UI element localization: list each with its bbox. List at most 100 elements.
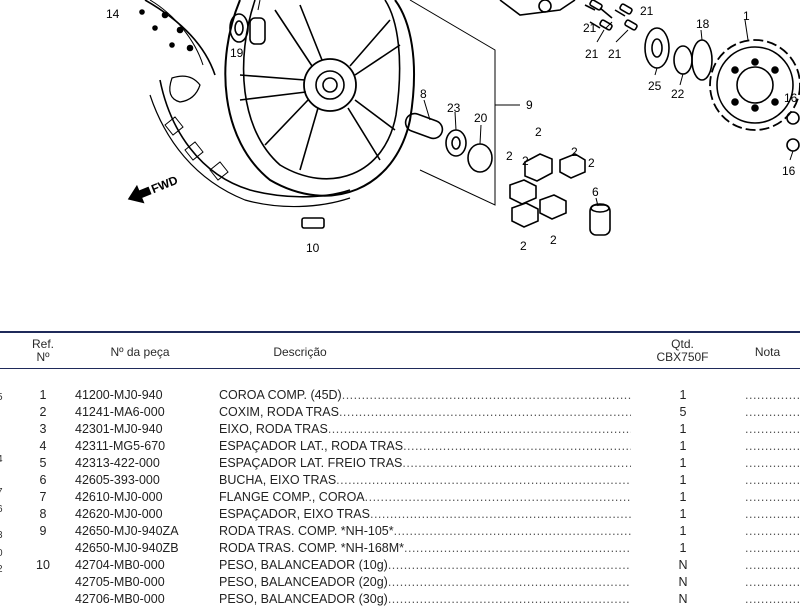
- ref-cell: 6: [39, 473, 47, 487]
- sprocket-flange-drawing: [499, 0, 800, 152]
- nota-cell: ........................................…: [745, 473, 800, 487]
- callout-2f: 2: [522, 154, 529, 168]
- quantity-cell: N: [678, 592, 688, 606]
- table-row: 1 41200-MJ0-940 COROA COMP. (45D).........…: [0, 388, 800, 405]
- part-number-cell: 42650-MJ0-940ZA: [75, 524, 179, 538]
- callout-22: 22: [671, 87, 685, 101]
- callout-6: 6: [592, 185, 599, 199]
- part-number-cell: 42610-MJ0-000: [75, 490, 163, 504]
- quantity-cell: N: [678, 575, 688, 589]
- callout-25: 25: [648, 79, 662, 93]
- part-number-cell: 42311-MG5-670: [75, 439, 166, 453]
- header-description: Descrição: [273, 345, 327, 359]
- nota-cell: ........................................…: [745, 388, 800, 402]
- description-cell: COXIM, RODA TRAS........................…: [219, 405, 631, 419]
- description-cell: RODA TRAS. COMP. *NH-168M*..............…: [219, 541, 631, 555]
- brake-disc-drawing: [139, 0, 216, 76]
- description-cell: ESPAÇADOR, EIXO TRAS....................…: [219, 507, 631, 521]
- nota-cell: ........................................…: [745, 507, 800, 521]
- nota-cell: ........................................…: [745, 575, 800, 589]
- header-part-number: Nº da peça: [110, 345, 170, 359]
- ref-cell: 1: [39, 388, 47, 402]
- description-cell: COROA COMP. (45D).......................…: [219, 388, 631, 402]
- nota-cell: ........................................…: [745, 490, 800, 504]
- part-number-cell: 41241-MA6-000: [75, 405, 165, 419]
- quantity-cell: 1: [679, 507, 687, 521]
- nota-cell: ........................................…: [745, 439, 800, 453]
- edge-mark: 4: [0, 454, 3, 465]
- ref-cell: 2: [39, 405, 47, 419]
- nota-cell: ........................................…: [745, 541, 800, 555]
- callout-10: 10: [306, 241, 320, 255]
- callout-21b: 21: [583, 21, 597, 35]
- table-row: 42650-MJ0-940ZB RODA TRAS. COMP. *NH-168M…: [0, 541, 800, 558]
- quantity-cell: 1: [679, 422, 687, 436]
- ref-cell: 7: [39, 490, 47, 504]
- header-ref-line1: Ref.: [31, 337, 54, 351]
- quantity-cell: N: [678, 558, 688, 572]
- edge-mark: 2: [0, 564, 3, 575]
- part-number-cell: 42620-MJ0-000: [75, 507, 163, 521]
- callout-2g: 2: [571, 145, 578, 159]
- part-number-cell: 41200-MJ0-940: [75, 388, 163, 402]
- callout-2b: 2: [506, 149, 513, 163]
- quantity-cell: 1: [679, 473, 687, 487]
- callout-21c: 21: [585, 47, 599, 61]
- description-cell: ESPAÇADOR LAT., RODA TRAS...............…: [219, 439, 631, 453]
- part-number-cell: 42704-MB0-000: [75, 558, 165, 572]
- part-number-cell: 42650-MJ0-940ZB: [75, 541, 179, 555]
- leader-lines: [257, 0, 794, 207]
- callout-14: 14: [106, 7, 120, 21]
- part-number-cell: 42301-MJ0-940: [75, 422, 163, 436]
- description-cell: PESO, BALANCEADOR (10g).................…: [219, 558, 631, 572]
- table-top-rule: [0, 331, 800, 333]
- quantity-cell: 1: [679, 524, 687, 538]
- callout-21d: 21: [608, 47, 622, 61]
- description-cell: BUCHA, EIXO TRAS........................…: [219, 473, 631, 487]
- table-row: 6 42605-393-000 BUCHA, EIXO TRAS..........…: [0, 473, 800, 490]
- table-row: 7 42610-MJ0-000 FLANGE COMP., COROA.......…: [0, 490, 800, 507]
- callout-9: 9: [526, 98, 533, 112]
- callout-8: 8: [420, 87, 427, 101]
- part-number-cell: 42313-422-000: [75, 456, 160, 470]
- edge-mark: 7: [0, 487, 3, 498]
- parts-table: Ref. Nº Nº da peça Descrição Qtd. CBX750…: [0, 330, 800, 606]
- description-cell: RODA TRAS. COMP. *NH-105*...............…: [219, 524, 631, 538]
- header-ref-line2: Nº: [36, 350, 50, 364]
- header-qtd-line2: CBX750F: [656, 350, 709, 364]
- callout-19: 19: [230, 46, 244, 60]
- callout-2e: 2: [550, 233, 557, 247]
- callout-16: 16: [784, 91, 798, 105]
- fwd-label: FWD: [149, 173, 180, 196]
- header-nota: Nota: [754, 345, 781, 359]
- ref-cell: 3: [39, 422, 47, 436]
- exploded-parts-diagram: FWD 14 19 21 21 18 1 21 21 25 22 16 16 8…: [106, 0, 800, 255]
- callout-20: 20: [474, 111, 488, 125]
- quantity-cell: 1: [679, 439, 687, 453]
- callout-16b: 16: [782, 164, 796, 178]
- header-ref: Ref. Nº: [28, 338, 58, 364]
- nota-cell: ........................................…: [745, 592, 800, 606]
- callout-21: 21: [640, 4, 654, 18]
- nota-cell: ........................................…: [745, 405, 800, 419]
- callout-2c: 2: [588, 156, 595, 170]
- quantity-cell: 1: [679, 490, 687, 504]
- ref-cell: 10: [36, 558, 50, 572]
- nota-cell: ........................................…: [745, 456, 800, 470]
- edge-mark: 3: [0, 530, 3, 541]
- damper-drawing: [509, 153, 586, 228]
- quantity-cell: 1: [679, 456, 687, 470]
- callout-2a: 2: [535, 125, 542, 139]
- table-header-rule: [0, 368, 800, 369]
- nota-cell: ........................................…: [745, 422, 800, 436]
- ref-cell: 8: [39, 507, 47, 521]
- description-cell: FLANGE COMP., COROA.....................…: [219, 490, 631, 504]
- nota-cell: ........................................…: [745, 558, 800, 572]
- callout-1: 1: [743, 9, 750, 23]
- part-number-cell: 42705-MB0-000: [75, 575, 165, 589]
- part-number-cell: 42605-393-000: [75, 473, 160, 487]
- description-cell: EIXO, RODA TRAS.........................…: [219, 422, 631, 436]
